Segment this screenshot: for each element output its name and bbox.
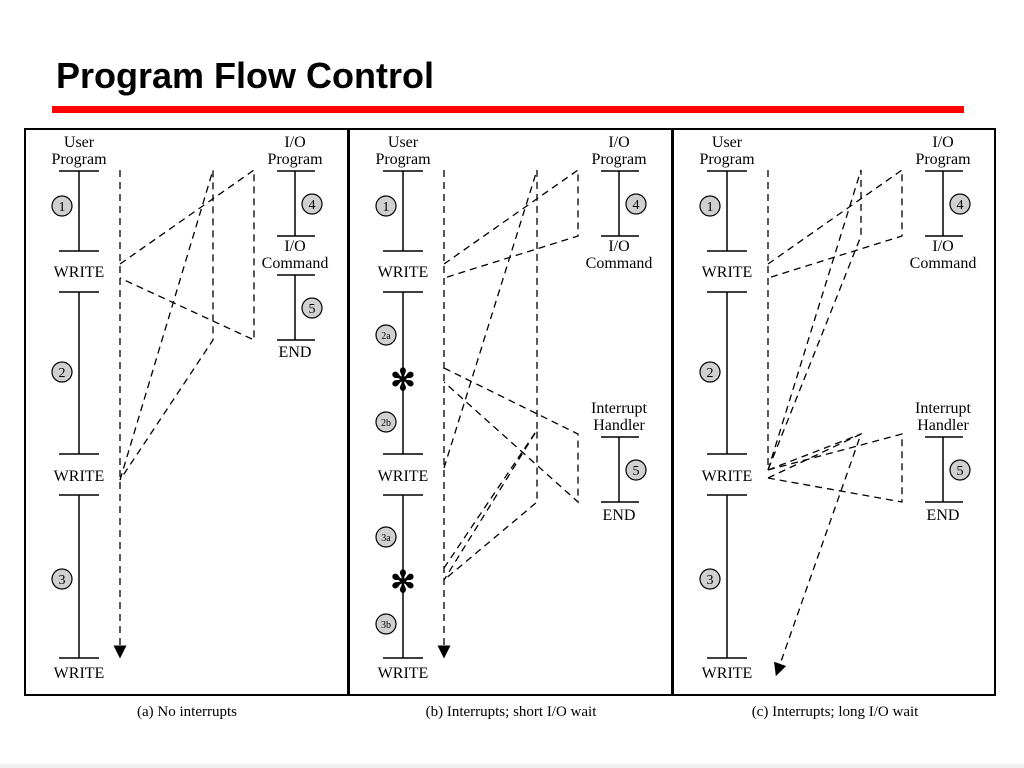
- write-label: WRITE: [702, 665, 753, 682]
- user-program-label: Program: [51, 151, 107, 168]
- interrupt-marker: ✻: [390, 566, 415, 599]
- caption-long-io-wait: (c) Interrupts; long I/O wait: [751, 704, 919, 720]
- panel-b-diagram: User Program WRITE WRITE WRITE 1 2a ✻ 2b…: [375, 134, 653, 682]
- caption-no-interrupts: (a) No interrupts: [137, 704, 237, 720]
- panel-c-diagram: User Program WRITE WRITE WRITE 1 2 3 I/O…: [699, 134, 977, 682]
- io-program-label: Program: [915, 151, 971, 168]
- step-number: 4: [633, 198, 640, 213]
- slide-footer-strip: [0, 764, 1024, 768]
- panel-short-io-wait: User Program WRITE WRITE WRITE 1 2a ✻ 2b…: [350, 130, 672, 694]
- write-label: WRITE: [54, 665, 105, 682]
- io-command-label: I/O: [284, 238, 305, 255]
- step-number: 2b: [381, 418, 391, 429]
- execution-flow: [113, 168, 255, 659]
- step-circle: [375, 324, 397, 346]
- end-label: END: [603, 507, 636, 524]
- caption-short-io-wait: (b) Interrupts; short I/O wait: [425, 704, 597, 720]
- write-label: WRITE: [378, 468, 429, 485]
- interrupt-handler-label: Handler: [917, 417, 969, 434]
- step-circle: [301, 193, 323, 215]
- interrupt-marker: ✻: [390, 364, 415, 397]
- step-number: 1: [383, 200, 390, 215]
- user-program-label: User: [388, 134, 419, 151]
- step-circle: [375, 411, 397, 433]
- execution-flow: [767, 168, 903, 677]
- io-command-label: I/O: [932, 238, 953, 255]
- io-program-label: I/O: [932, 134, 953, 151]
- io-command-label: Command: [910, 255, 977, 272]
- end-label: END: [927, 507, 960, 524]
- io-program-label: Program: [591, 151, 647, 168]
- write-label: WRITE: [54, 264, 105, 281]
- interrupt-handler-label: Interrupt: [915, 400, 972, 417]
- step-circle: [699, 361, 721, 383]
- user-program-label: Program: [375, 151, 431, 168]
- write-label: WRITE: [378, 665, 429, 682]
- interrupt-handler-label: Interrupt: [591, 400, 648, 417]
- io-program-label: I/O: [284, 134, 305, 151]
- step-number: 2: [707, 366, 714, 381]
- step-circle: [375, 526, 397, 548]
- step-circle: [949, 193, 971, 215]
- step-circle: [301, 297, 323, 319]
- write-label: WRITE: [378, 264, 429, 281]
- interrupt-handler-label: Handler: [593, 417, 645, 434]
- panel-a-diagram: User Program WRITE WRITE WRITE 1 2 3 I/O…: [51, 134, 329, 682]
- slide-title: Program Flow Control: [56, 55, 434, 96]
- step-circle: [949, 459, 971, 481]
- io-command-label: Command: [586, 255, 653, 272]
- step-circle: [51, 568, 73, 590]
- io-program-label: Program: [267, 151, 323, 168]
- step-circle: [375, 195, 397, 217]
- execution-flow: [437, 168, 579, 659]
- step-circle: [375, 613, 397, 635]
- step-number: 3b: [381, 620, 391, 631]
- step-number: 2: [59, 366, 66, 381]
- panel-divider: [671, 128, 674, 696]
- step-number: 2a: [381, 331, 391, 342]
- step-circle: [699, 195, 721, 217]
- step-number: 4: [309, 198, 316, 213]
- io-command-label: I/O: [608, 238, 629, 255]
- step-number: 5: [309, 302, 316, 317]
- user-program-label: User: [64, 134, 95, 151]
- write-label: WRITE: [54, 468, 105, 485]
- step-number: 3: [707, 573, 714, 588]
- write-label: WRITE: [702, 264, 753, 281]
- step-number: 5: [957, 464, 964, 479]
- end-label: END: [279, 344, 312, 361]
- title-underline: [52, 106, 964, 113]
- step-circle: [51, 361, 73, 383]
- step-circle: [625, 193, 647, 215]
- io-command-label: Command: [262, 255, 329, 272]
- panel-no-interrupts: User Program WRITE WRITE WRITE 1 2 3 I/O…: [26, 130, 348, 694]
- step-number: 4: [957, 198, 964, 213]
- step-circle: [51, 195, 73, 217]
- io-program-label: I/O: [608, 134, 629, 151]
- step-number: 1: [707, 200, 714, 215]
- write-label: WRITE: [702, 468, 753, 485]
- step-number: 5: [633, 464, 640, 479]
- step-number: 3a: [381, 533, 391, 544]
- panel-divider: [347, 128, 350, 696]
- user-program-label: Program: [699, 151, 755, 168]
- step-number: 1: [59, 200, 66, 215]
- step-number: 3: [59, 573, 66, 588]
- step-circle: [699, 568, 721, 590]
- user-program-label: User: [712, 134, 743, 151]
- panel-long-io-wait: User Program WRITE WRITE WRITE 1 2 3 I/O…: [674, 130, 996, 694]
- step-circle: [625, 459, 647, 481]
